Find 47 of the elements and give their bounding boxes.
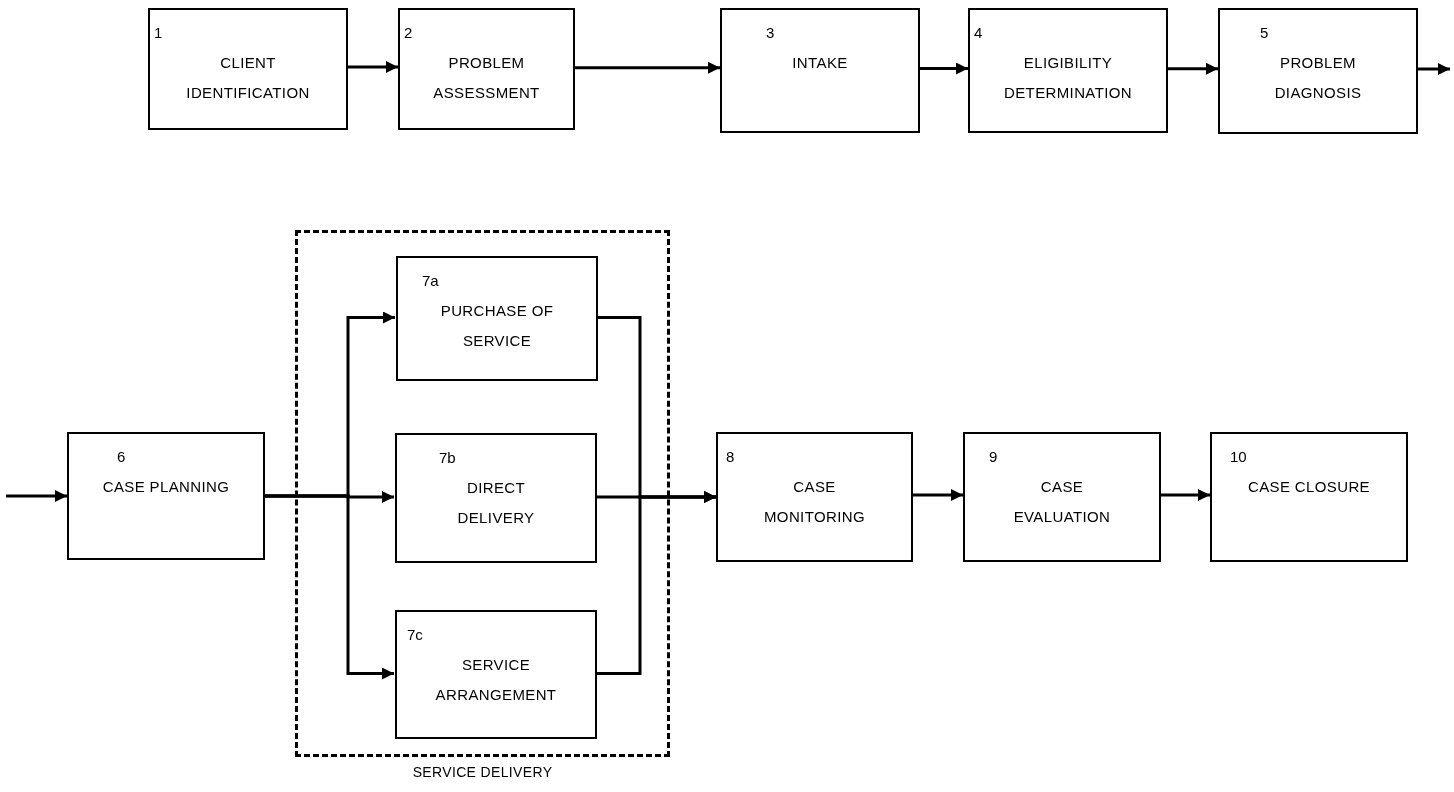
arrow <box>1168 62 1218 75</box>
step-label: CASE MONITORING <box>763 477 866 527</box>
step-label: CASE PLANNING <box>102 477 230 497</box>
step-label: PROBLEM DIAGNOSIS <box>1273 53 1363 103</box>
group-label: SERVICE DELIVERY <box>411 763 554 782</box>
process-box <box>1210 432 1408 562</box>
step-number: 7a <box>422 271 439 291</box>
arrow <box>1418 63 1450 75</box>
arrow <box>596 491 716 675</box>
arrow <box>265 494 394 680</box>
process-box <box>148 8 348 130</box>
process-box <box>968 8 1168 133</box>
step-label: SERVICE ARRANGEMENT <box>434 655 558 705</box>
process-box <box>720 8 920 133</box>
step-label: DIRECT DELIVERY <box>456 478 536 528</box>
step-label: CASE CLOSURE <box>1247 477 1370 497</box>
process-box <box>716 432 913 562</box>
arrow <box>348 61 398 73</box>
process-box <box>396 256 598 381</box>
step-number: 6 <box>117 447 126 467</box>
step-number: 4 <box>974 23 983 43</box>
process-box <box>963 432 1161 562</box>
step-number: 1 <box>154 23 163 43</box>
process-box <box>395 433 597 563</box>
arrow <box>575 61 720 74</box>
process-box <box>395 610 597 739</box>
step-number: 2 <box>404 23 413 43</box>
step-number: 8 <box>726 447 735 467</box>
arrow <box>913 489 963 501</box>
arrow <box>1161 489 1210 501</box>
process-box <box>398 8 575 130</box>
step-number: 9 <box>989 447 998 467</box>
step-number: 5 <box>1260 23 1269 43</box>
step-label: CLIENT IDENTIFICATION <box>185 53 311 103</box>
step-number: 10 <box>1230 447 1247 467</box>
step-label: INTAKE <box>792 53 848 73</box>
process-box <box>67 432 265 560</box>
arrow <box>920 62 968 75</box>
step-label: PROBLEM ASSESSMENT <box>432 53 541 103</box>
step-number: 3 <box>766 23 775 43</box>
arrow <box>6 490 67 502</box>
step-number: 7c <box>407 625 423 645</box>
step-label: ELIGIBILITY DETERMINATION <box>1003 53 1133 103</box>
step-label: CASE EVALUATION <box>1012 477 1112 527</box>
process-box <box>1218 8 1418 134</box>
step-label: PURCHASE OF SERVICE <box>439 301 555 351</box>
step-number: 7b <box>439 448 456 468</box>
